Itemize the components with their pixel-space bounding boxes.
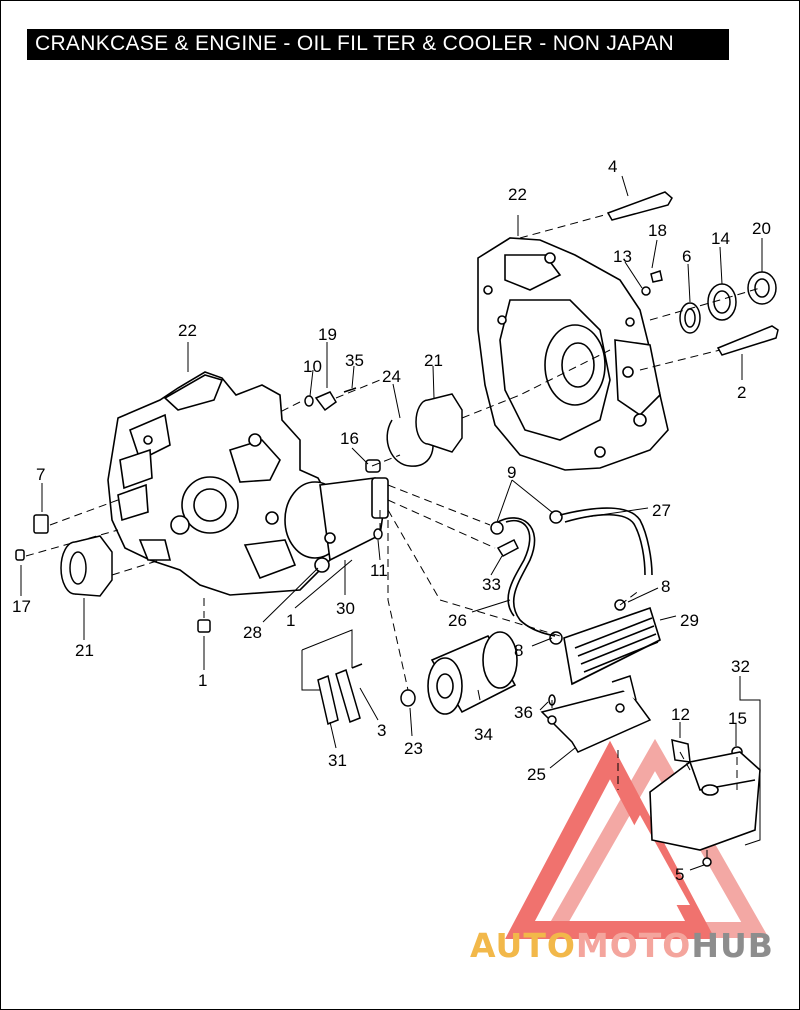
callout-3: 3 [377, 721, 386, 740]
callout-28: 28 [243, 623, 262, 642]
callout-22-right: 22 [508, 185, 527, 204]
callout-21-right: 21 [424, 351, 443, 370]
callout-9: 9 [507, 463, 516, 482]
part-7-bearing [33, 514, 49, 534]
callout-19: 19 [318, 325, 337, 344]
title-bar: CRANKCASE & ENGINE - OIL FIL TER & COOLE… [27, 29, 729, 60]
callout-22-left: 22 [178, 321, 197, 340]
callout-25: 25 [527, 765, 546, 784]
callout-32: 32 [731, 657, 750, 676]
callout-23: 23 [404, 739, 423, 758]
small-parts [15, 191, 779, 867]
callout-30: 30 [336, 599, 355, 618]
callout-labels: 22 19 10 35 24 21 16 7 17 21 1 28 1 30 1… [12, 157, 771, 884]
callout-15: 15 [728, 709, 747, 728]
callout-8-bottom: 8 [514, 641, 523, 660]
callout-26: 26 [448, 611, 467, 630]
brand-auto: AUTO [470, 926, 576, 965]
callout-20: 20 [752, 219, 771, 238]
watermark-brand: AUTOMOTOHUB [470, 926, 774, 965]
callout-1-bottom: 1 [198, 671, 207, 690]
callout-27: 27 [652, 501, 671, 520]
callout-36: 36 [514, 703, 533, 722]
right-crankcase-half [477, 237, 669, 471]
callout-6: 6 [682, 247, 691, 266]
callout-5: 5 [675, 865, 684, 884]
callout-10: 10 [303, 357, 322, 376]
brand-hub: HUB [691, 926, 774, 965]
callout-8-top: 8 [661, 577, 670, 596]
oil-cooler [563, 606, 661, 686]
callout-21-left: 21 [75, 641, 94, 660]
callout-24: 24 [382, 367, 401, 386]
brand-moto: MOTO [575, 926, 692, 965]
oil-filter [427, 631, 518, 715]
leader-lines [20, 175, 763, 871]
callout-17: 17 [12, 597, 31, 616]
diagram-title: CRANKCASE & ENGINE - OIL FIL TER & COOLE… [35, 32, 675, 55]
left-crankcase-half [107, 371, 335, 596]
callout-16: 16 [340, 429, 359, 448]
callout-31: 31 [328, 751, 347, 770]
callout-35: 35 [345, 351, 364, 370]
callout-2: 2 [737, 383, 746, 402]
callout-11: 11 [370, 561, 388, 580]
callout-1-mid: 1 [286, 611, 295, 630]
callout-33: 33 [482, 575, 501, 594]
callout-14: 14 [711, 229, 730, 248]
assembly-lines [25, 213, 761, 858]
callout-34: 34 [474, 725, 493, 744]
callout-12: 12 [671, 705, 690, 724]
oil-filter-mount [284, 477, 389, 573]
callout-13: 13 [613, 247, 632, 266]
callout-7: 7 [36, 465, 45, 484]
cooler-bracket [540, 675, 652, 753]
callout-4: 4 [608, 157, 617, 176]
callout-29: 29 [680, 611, 699, 630]
callout-18: 18 [648, 221, 667, 240]
